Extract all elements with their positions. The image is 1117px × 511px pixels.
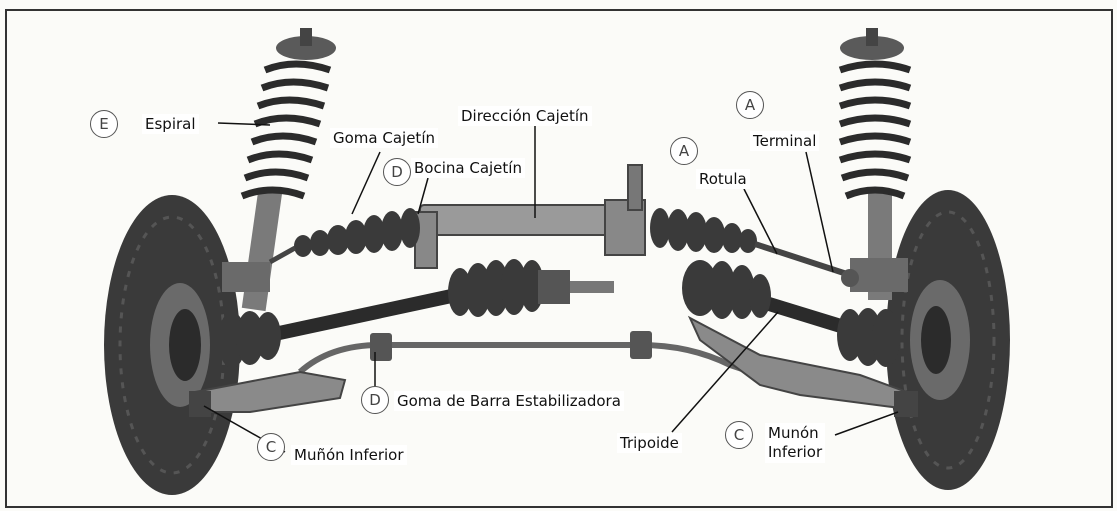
label-goma-barra: Goma de Barra Estabilizadora bbox=[394, 391, 624, 411]
left-strut bbox=[222, 28, 336, 312]
control-arms bbox=[189, 315, 918, 417]
badge-d-bottom: D bbox=[361, 386, 389, 414]
left-bar-bushing bbox=[370, 333, 392, 361]
image-frame bbox=[5, 9, 1113, 508]
left-rack-boot bbox=[294, 208, 420, 257]
label-munon-inferior-right: Munón Inferior bbox=[765, 423, 826, 463]
right-rack-boot bbox=[650, 208, 757, 253]
badge-c-left: C bbox=[257, 433, 285, 461]
label-tripoide: Tripoide bbox=[617, 433, 682, 453]
label-goma-cajetin: Goma Cajetín bbox=[330, 128, 438, 148]
left-wheel bbox=[104, 195, 240, 495]
label-munon-inferior-left: Muñón Inferior bbox=[291, 445, 407, 465]
label-munon-right-line1: Munón bbox=[768, 424, 819, 442]
badge-c-right: C bbox=[725, 421, 753, 449]
steering-rack bbox=[268, 164, 859, 287]
badge-a-top: A bbox=[736, 91, 764, 119]
right-strut bbox=[838, 28, 912, 300]
right-coil-spring bbox=[838, 60, 912, 200]
badge-d-top: D bbox=[383, 158, 411, 186]
right-driveshaft bbox=[682, 260, 900, 367]
label-bocina-cajetin: Bocina Cajetín bbox=[411, 158, 525, 178]
label-terminal: Terminal bbox=[750, 131, 820, 151]
label-munon-right-line2: Inferior bbox=[768, 443, 823, 461]
stabilizer-bar bbox=[297, 331, 761, 378]
right-wheel bbox=[886, 190, 1010, 490]
label-espiral: Espiral bbox=[142, 114, 199, 134]
badge-a-mid: A bbox=[670, 137, 698, 165]
left-coil-spring bbox=[240, 60, 332, 200]
left-driveshaft bbox=[218, 259, 614, 368]
right-bar-bushing bbox=[630, 331, 652, 359]
label-rotula: Rotula bbox=[696, 169, 750, 189]
badge-e: E bbox=[90, 110, 118, 138]
label-direccion-cajetin: Dirección Cajetín bbox=[458, 106, 592, 126]
